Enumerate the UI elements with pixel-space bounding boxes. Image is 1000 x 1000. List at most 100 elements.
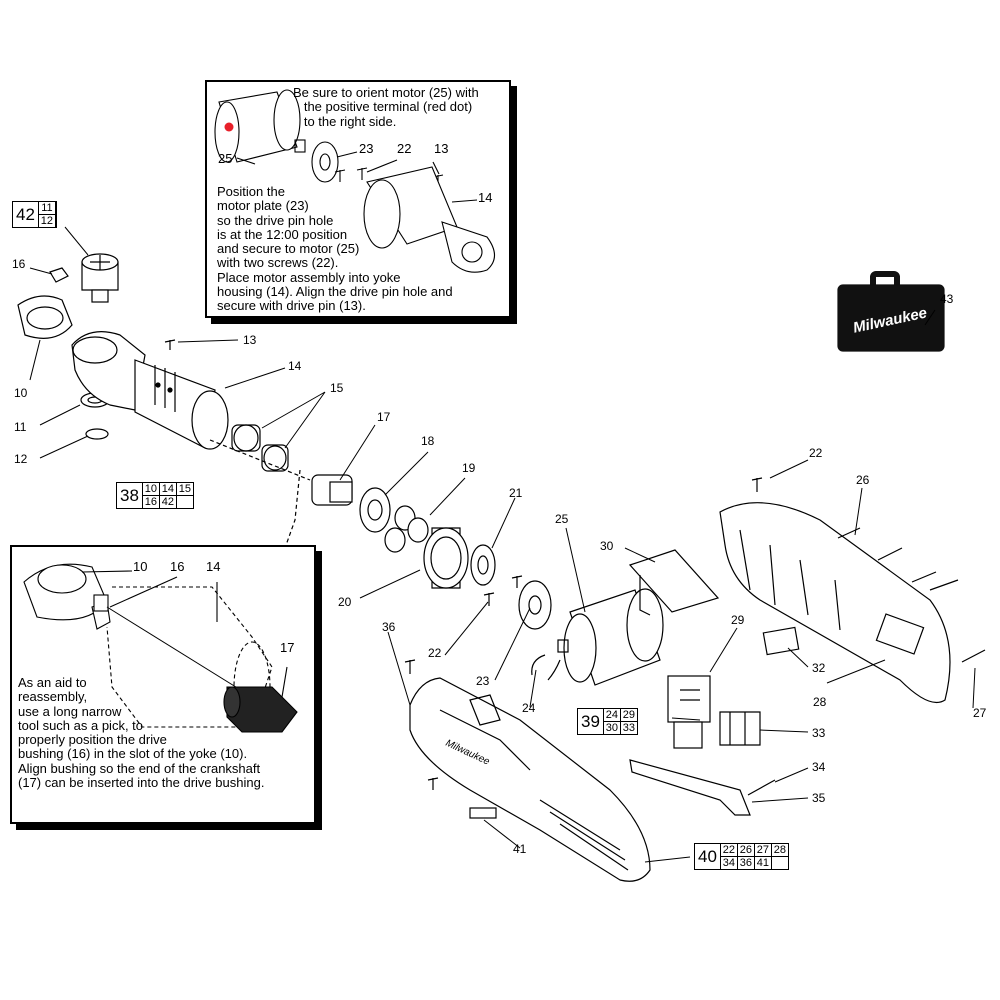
kit-40-part: 27 [754,844,772,857]
kit-40-empty [772,857,788,869]
kit-40-part: 28 [771,844,788,857]
callout-29: 29 [731,613,745,627]
inset-label-13: 13 [434,141,449,156]
inset-motor-drawing [214,89,496,273]
callout-43: 43 [940,292,954,306]
kit-38-part: 14 [159,483,177,496]
part-16-bushing [49,267,69,283]
kit-39-part: 29 [620,709,637,722]
kit-42-part: 12 [39,215,56,227]
part-30-switch-plate [628,549,720,616]
kit-40-part: 41 [755,857,772,869]
kit-38-part: 16 [143,496,160,508]
part-17-crankshaft [311,474,353,506]
bushing-instruction-text: As an aid to reassembly, use a long narr… [18,675,265,791]
kit-40-part: 26 [737,844,755,857]
callout-22-top: 22 [809,446,823,460]
callout-23: 23 [476,674,490,688]
inset-label-23: 23 [359,141,374,156]
part-35-strip [629,759,751,816]
callout-14: 14 [288,359,302,373]
kit-39-part: 30 [604,722,621,734]
part-15-bearings [231,424,289,472]
kit-42-number: 42 [13,202,39,227]
part-19-planet-gears [384,505,429,553]
callout-34: 34 [812,760,826,774]
kit-38-number: 38 [117,483,143,508]
part-27-screw [961,649,986,663]
part-34-pin [747,779,776,796]
part-43-carrying-case: Milwaukee [837,271,945,352]
callout-22: 22 [428,646,442,660]
callout-33: 33 [812,726,826,740]
part-33-bracket [719,711,761,746]
callout-21: 21 [509,486,523,500]
part-24-wire [531,654,561,681]
part-36-housing-half: Milwaukee [409,677,651,882]
callout-10: 10 [14,386,28,400]
part-41-label [469,807,497,819]
inset-label-25: 25 [218,151,233,166]
kit-39-part: 33 [622,722,636,734]
part-25-motor [557,588,664,686]
kit-42-part: 11 [38,202,56,215]
kit-38: 38 10 14 15 16 42 [116,482,194,509]
kit-38-part: 10 [142,483,160,496]
kit-40-part: 36 [738,857,755,869]
part-13-pin [164,339,176,350]
kit-40-part: 22 [720,844,738,857]
callout-17: 17 [377,410,391,424]
inset-label-14: 14 [206,559,221,574]
part-26-screws [837,527,959,591]
part-10-yoke [17,295,73,339]
part-28-housing-half [719,502,951,704]
callout-32: 32 [812,661,826,675]
part-14-yoke-housing [71,331,229,450]
part-18-carrier [359,487,391,533]
positive-terminal-red-dot [224,122,234,132]
kit-38-empty [177,496,193,508]
callout-41: 41 [513,842,527,856]
callout-18: 18 [421,434,435,448]
inset-label-17: 17 [280,640,295,655]
inset-label-22: 22 [397,141,412,156]
position-instruction-text: Position the motor plate (23) so the dri… [217,184,453,314]
bushing-reassembly-inset: As an aid to reassembly, use a long narr… [10,545,316,824]
part-42-drive-head [81,253,119,303]
leader-lines [29,226,976,863]
inset-label-10: 10 [133,559,148,574]
callout-35: 35 [812,791,826,805]
callout-19: 19 [462,461,476,475]
callout-12: 12 [14,452,28,466]
kit-40-number: 40 [695,844,721,869]
callout-27: 27 [973,706,987,720]
callout-11: 11 [14,420,27,434]
kit-38-part: 42 [160,496,177,508]
kit-40: 40 22 26 27 28 34 36 41 [694,843,789,870]
callout-20: 20 [338,595,352,609]
part-23-motor-plate [518,580,552,630]
part-22-screws [404,575,523,790]
callout-24: 24 [522,701,536,715]
orient-instruction-text: Be sure to orient motor (25) with the po… [293,85,479,129]
kit-39: 39 24 29 30 33 [577,708,638,735]
kit-40-part: 34 [721,857,738,869]
motor-orientation-inset: Be sure to orient motor (25) with the po… [205,80,511,318]
part-29-switch [667,675,711,749]
part-22-top-screw [751,477,763,492]
callout-30: 30 [600,539,614,553]
callout-15: 15 [330,381,344,395]
callout-16: 16 [12,257,26,271]
callout-26: 26 [856,473,870,487]
part-12-ring [85,428,109,440]
part-21-washer [470,544,496,586]
callout-36: 36 [382,620,396,634]
callout-25: 25 [555,512,569,526]
kit-39-part: 24 [603,709,621,722]
inset-label-14: 14 [478,190,493,205]
kit-39-number: 39 [578,709,604,734]
kit-42: 42 11 12 [12,201,57,228]
inset-yoke-drawing [23,563,298,733]
part-20-ring-gear [423,527,469,589]
